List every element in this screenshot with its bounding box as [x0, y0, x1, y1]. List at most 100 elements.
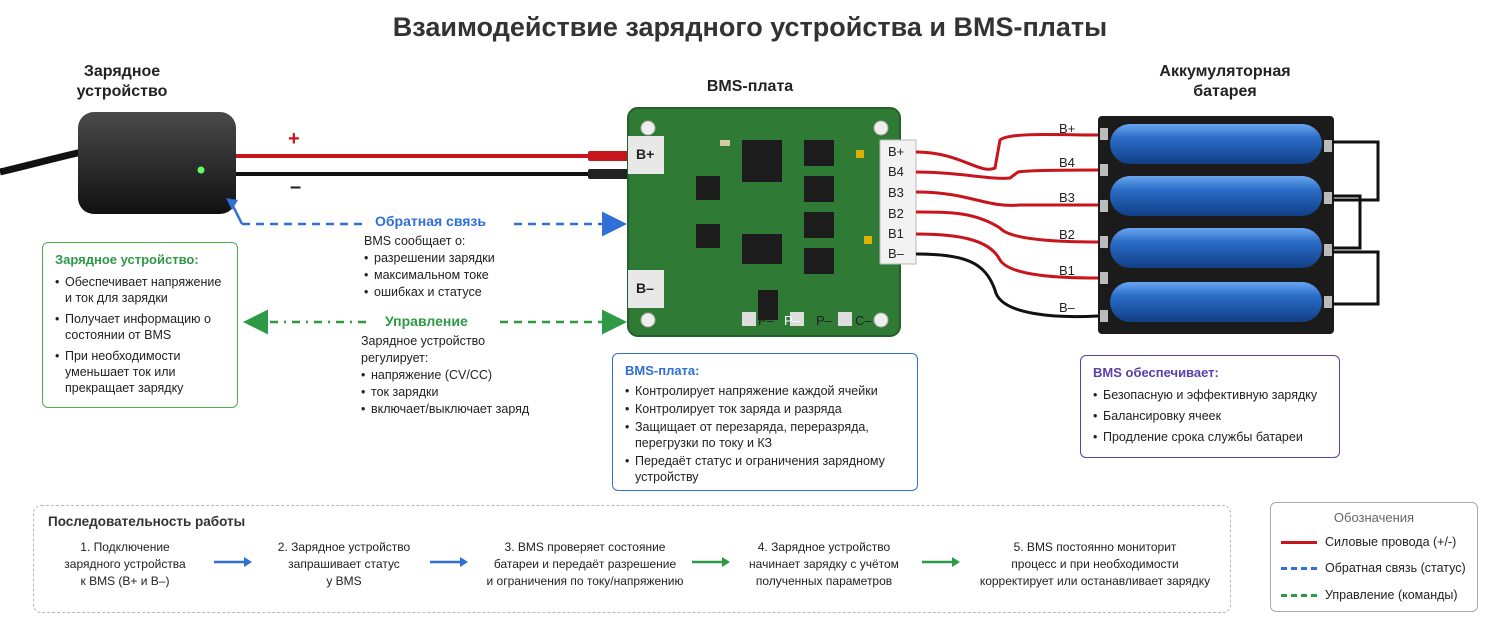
sequence-step-3: 3. BMS проверяет состояние батареи и пер… — [474, 539, 696, 590]
charger-header-line2: устройство — [76, 83, 168, 100]
sequence-step-4: 4. Зарядное устройство начинает зарядку … — [734, 539, 914, 590]
connector-plus — [588, 151, 630, 161]
legend-panel: Обозначения Силовые провода (+/-) Обратн… — [1270, 502, 1478, 612]
wire-b4 — [915, 168, 1099, 180]
battery-pin: B2 — [1059, 227, 1075, 242]
step-line: 2. Зарядное устройство — [277, 540, 411, 554]
wire-b3 — [915, 190, 1098, 207]
control-item: ток зарядки — [361, 384, 529, 401]
bms-pad-bplus: B+ — [636, 146, 655, 162]
step-line: полученных параметров — [755, 574, 893, 588]
bms-pad-bminus-bg — [628, 270, 664, 308]
battery-box-item: Балансировку ячеек — [1093, 408, 1327, 424]
sequence-step-2: 2. Зарядное устройство запрашивает стату… — [259, 539, 429, 590]
charger-body — [78, 112, 236, 214]
step-line: к BMS (B+ и B–) — [80, 574, 170, 588]
battery-info-box: BMS обеспечивает: Безопасную и эффективн… — [1080, 355, 1340, 458]
bms-balance-connector — [879, 139, 917, 265]
series-link-1 — [1332, 140, 1380, 202]
battery-pin: B– — [1059, 300, 1075, 315]
arrow-right-icon — [430, 557, 468, 567]
series-link-2 — [1332, 250, 1380, 306]
arrow-right-icon — [692, 557, 730, 567]
battery-pin: B1 — [1059, 263, 1075, 278]
sequence-step-5: 5. BMS постоянно мониторит процесс и при… — [964, 539, 1226, 590]
control-item: включает/выключает заряд — [361, 401, 529, 418]
sequence-step-1: 1. Подключение зарядного устройства к BM… — [50, 539, 200, 590]
legend-item-control: Управление (команды) — [1281, 588, 1458, 602]
charger-header-line1: Зарядное — [83, 63, 161, 80]
control-list: напряжение (CV/CC) ток зарядки включает/… — [361, 367, 529, 418]
feedback-label: Обратная связь — [375, 213, 486, 229]
bms-header: BMS-плата — [706, 78, 794, 95]
step-line: 3. BMS проверяет состояние — [504, 540, 666, 554]
sequence-panel: Последовательность работы 1. Подключение… — [33, 505, 1231, 613]
battery-header-line1: Аккумуляторная — [1159, 63, 1291, 80]
step-line: 4. Зарядное устройство — [757, 540, 891, 554]
feedback-item: максимальном токе — [364, 267, 495, 284]
control-intro-2: регулирует: — [361, 351, 429, 365]
charger-box-item: При необходимости уменьшает ток или прек… — [55, 348, 225, 396]
step-line: процесс и при необходимости — [1011, 557, 1179, 571]
wire-b2 — [915, 210, 1099, 244]
feedback-intro: BMS сообщает о: — [364, 234, 466, 248]
bms-pin: B4 — [888, 164, 904, 179]
arrow-right-icon — [922, 557, 960, 567]
control-intro-1: Зарядное устройство — [361, 334, 486, 348]
legend-swatch-feedback — [1281, 567, 1317, 571]
charger-box-item: Обеспечивает напряжение и ток для зарядк… — [55, 274, 225, 306]
bms-pin: B– — [888, 246, 904, 261]
control-text: Зарядное устройство регулирует: напряжен… — [361, 333, 529, 418]
bms-box-item: Защищает от перезаряда, переразряда, пер… — [625, 419, 905, 451]
battery-box-item: Безопасную и эффективную зарядку — [1093, 387, 1327, 403]
legend-title: Обозначения — [1333, 510, 1415, 525]
charger-mains-cable — [0, 148, 83, 176]
charger-box-item: Получает информацию о состоянии от BMS — [55, 311, 225, 343]
feedback-item: ошибках и статусе — [364, 284, 495, 301]
bms-info-box: BMS-плата: Контролирует напряжение каждо… — [612, 353, 918, 491]
step-line: и ограничения по току/напряжению — [486, 574, 684, 588]
series-link-3 — [1332, 194, 1362, 250]
feedback-text: BMS сообщает о: разрешении зарядки макси… — [364, 233, 495, 301]
battery-pin: B3 — [1059, 190, 1075, 205]
battery-header: Аккумуляторная батарея — [1140, 62, 1310, 102]
legend-swatch-power — [1281, 541, 1317, 545]
step-line: 1. Подключение — [80, 540, 170, 554]
page-title: Взаимодействие зарядного устройства и BM… — [392, 12, 1108, 42]
charger-header: Зарядное устройство — [52, 62, 192, 102]
polarity-plus: + — [288, 128, 300, 150]
polarity-minus: – — [290, 176, 302, 198]
charger-led-icon — [197, 166, 205, 174]
bms-pad-pminus-1: P– — [758, 313, 774, 328]
charger-info-box: Зарядное устройство: Обеспечивает напряж… — [42, 242, 238, 408]
wire-bplus — [915, 132, 1099, 171]
bms-pin: B2 — [888, 206, 904, 221]
bms-pad-bplus-bg — [628, 136, 664, 174]
bms-box-list: Контролирует напряжение каждой ячейки Ко… — [625, 383, 905, 485]
bms-box-item: Контролирует напряжение каждой ячейки — [625, 383, 905, 399]
bms-box-item: Передаёт статус и ограничения зарядному … — [625, 453, 905, 485]
control-item: напряжение (CV/CC) — [361, 367, 529, 384]
step-line: корректирует или останавливает зарядку — [979, 574, 1211, 588]
battery-holder — [1098, 116, 1334, 334]
connector-minus — [588, 169, 630, 179]
arrow-right-icon — [214, 557, 252, 567]
bms-pad-bminus: B– — [636, 280, 654, 296]
legend-item-feedback: Обратная связь (статус) — [1281, 561, 1466, 575]
battery-box-item: Продление срока службы батареи — [1093, 429, 1327, 445]
feedback-arrowhead-up — [226, 198, 238, 210]
feedback-item: разрешении зарядки — [364, 250, 495, 267]
bms-pin: B+ — [888, 144, 905, 159]
step-line: зарядного устройства — [64, 557, 186, 571]
wire-bminus — [915, 252, 1099, 319]
battery-pin: B+ — [1059, 121, 1076, 136]
sequence-title: Последовательность работы — [48, 514, 246, 529]
control-label: Управление — [385, 313, 468, 329]
legend-label: Обратная связь (статус) — [1325, 561, 1466, 575]
bms-pad-pminus-2: P– — [784, 313, 800, 328]
bms-box-item: Контролирует ток заряда и разряда — [625, 401, 905, 417]
step-line: у BMS — [326, 574, 362, 588]
battery-header-line2: батарея — [1193, 83, 1257, 100]
bms-box-title: BMS-плата: — [625, 363, 700, 378]
